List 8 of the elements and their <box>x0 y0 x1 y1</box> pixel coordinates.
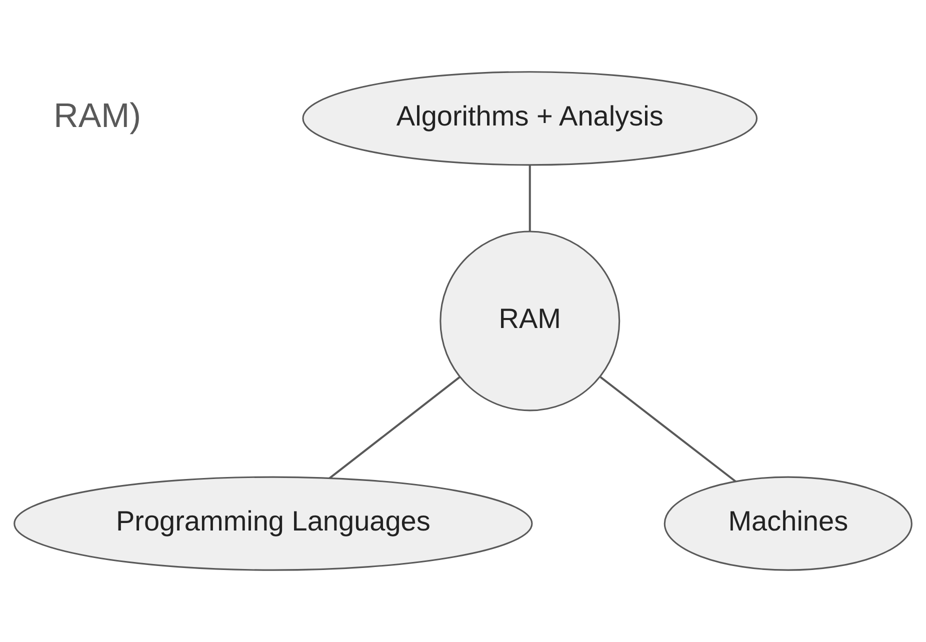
node-ellipse: Programming Languages <box>14 476 533 571</box>
connector <box>528 164 531 232</box>
node-circle: RAM <box>440 230 620 412</box>
connector <box>328 376 460 480</box>
connector <box>600 376 736 482</box>
node-ellipse: Algorithms + Analysis <box>302 71 758 166</box>
node-ellipse: Machines <box>664 476 912 571</box>
label: RAM) <box>54 97 142 136</box>
